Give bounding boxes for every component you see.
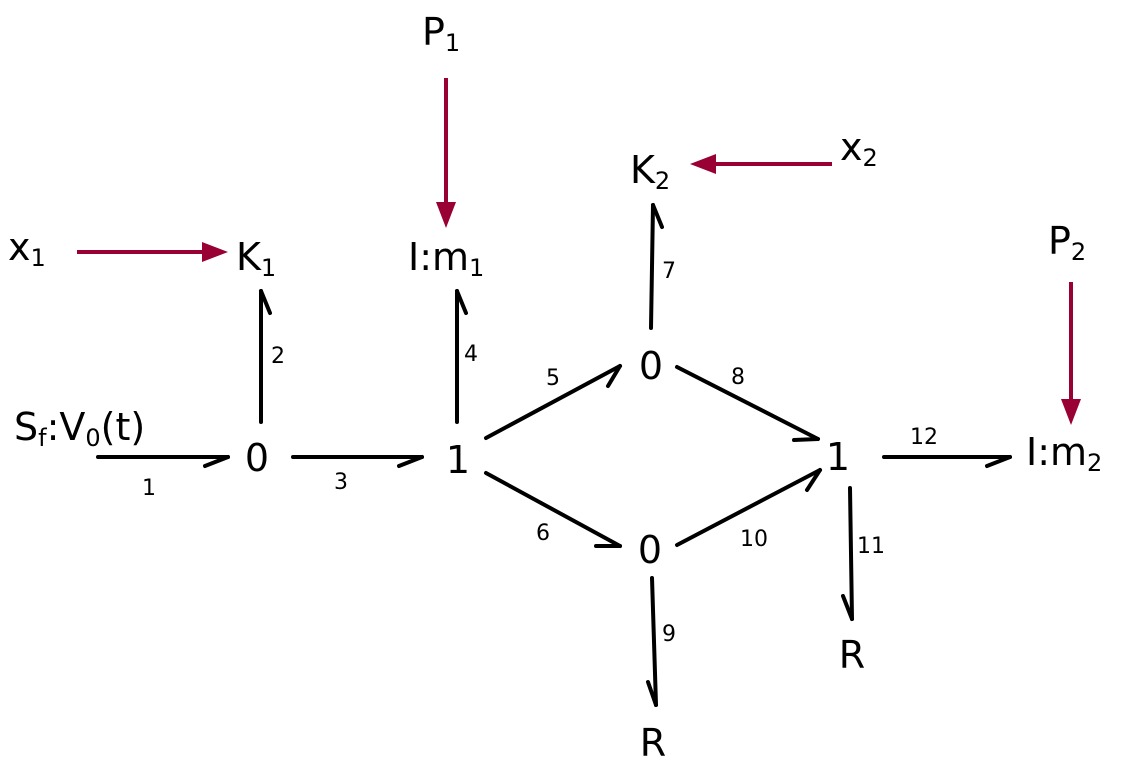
bond-number-2: 2	[271, 344, 285, 369]
k1-label: K1	[236, 235, 276, 282]
signal-arrow-p1	[436, 78, 456, 228]
signal-arrows	[77, 78, 1081, 425]
bond-number-10: 10	[740, 527, 768, 552]
bond-number-9: 9	[662, 622, 676, 647]
junction-1-right: 1	[826, 435, 850, 479]
p2-label: P2	[1048, 219, 1086, 266]
bond-number-12: 12	[910, 425, 938, 450]
junction-0-bottom: 0	[638, 528, 662, 572]
bond-number-3: 3	[334, 470, 348, 495]
bond-8	[675, 365, 820, 442]
bonds	[96, 203, 1012, 707]
junction-1-left: 1	[446, 438, 470, 482]
bond-2	[259, 289, 272, 424]
m2-label: I:m2	[1026, 430, 1102, 477]
x1-label: x1	[8, 225, 46, 272]
resistor-bottom-label: R	[640, 721, 666, 758]
bond-7	[649, 203, 664, 330]
resistor-right-label: R	[839, 633, 865, 677]
junction-0-top: 0	[639, 344, 663, 388]
bond-number-1: 1	[142, 476, 156, 501]
bond-number-8: 8	[731, 365, 745, 390]
bond-1	[96, 455, 230, 468]
signal-arrow-x1	[77, 242, 228, 262]
bond-10	[675, 468, 822, 547]
bond-number-6: 6	[536, 521, 550, 546]
bond-12	[882, 455, 1012, 468]
junction-0-left: 0	[245, 436, 269, 480]
bond-number-4: 4	[464, 342, 478, 367]
bond-number-11: 11	[857, 534, 885, 559]
bond-3	[291, 455, 424, 468]
bond-9	[646, 576, 658, 707]
p1-label: P1	[422, 10, 460, 57]
signal-arrow-p2	[1061, 282, 1081, 425]
bond-6	[484, 471, 622, 548]
bond-5	[484, 364, 622, 440]
bond-number-5: 5	[546, 366, 560, 391]
signal-arrow-x2	[690, 154, 832, 174]
bond-11	[841, 486, 854, 621]
flow-source-label: Sf:V0(t)	[14, 405, 145, 452]
x2-label: x2	[840, 125, 878, 172]
k2-label: K2	[630, 148, 670, 195]
bond-4	[455, 289, 468, 424]
m1-label: I:m1	[408, 235, 484, 282]
bond-number-7: 7	[662, 259, 676, 284]
